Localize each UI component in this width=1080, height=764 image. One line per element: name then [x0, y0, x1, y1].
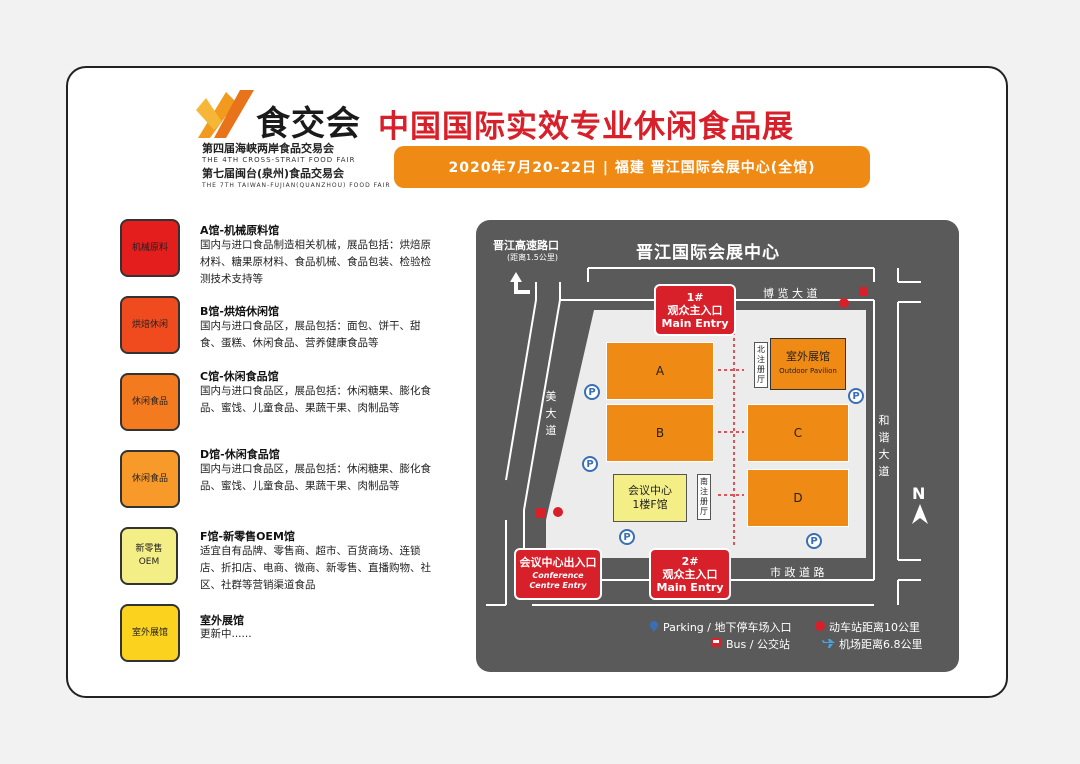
train-icon — [815, 621, 825, 631]
parking-icon[interactable]: P — [848, 388, 864, 404]
legend-title-c: C馆-休闲食品馆 — [200, 370, 279, 383]
entry2-number: 2# — [681, 555, 699, 568]
hall-c[interactable]: C — [747, 404, 849, 462]
entry2-cn: 观众主入口 — [662, 568, 718, 581]
fair-name-cn-2: 第七届闽台(泉州)食品交易会 — [202, 167, 345, 180]
entry1-cn: 观众主入口 — [667, 304, 723, 317]
entry1-en: Main Entry — [661, 317, 729, 330]
legend-desc-f: 适宜自有品牌、零售商、超市、百货商场、连锁店、折扣店、电商、微商、新零售、直播购… — [200, 545, 431, 591]
legend-desc-a: 国内与进口食品制造相关机械，展品包括：烘焙原材料、糖果原材料、食品机械、食品包装… — [200, 239, 431, 285]
entry2-en: Main Entry — [656, 581, 724, 594]
legend-swatch-label: 室外展馆 — [131, 627, 168, 638]
highway-distance-label: (距离1.5公里) — [507, 253, 558, 262]
logo — [196, 88, 256, 144]
conference-center-hall-f[interactable]: 会议中心 1楼F馆 — [613, 474, 687, 522]
legend-swatch-label: 休闲食品 — [131, 473, 168, 484]
main-entry-1[interactable]: 1# 观众主入口 Main Entry — [654, 284, 736, 336]
north-registration-hall: 北注册厅 — [754, 342, 768, 388]
legend-title-d: D馆-休闲食品馆 — [200, 448, 280, 461]
highway-exit-label: 晋江高速路口 — [493, 239, 559, 252]
legend-swatch-label: 新零售 OEM — [135, 544, 163, 567]
legend-desc-c: 国内与进口食品区，展品包括：休闲糖果、膨化食品、蜜饯、儿童食品、果蔬干果、肉制品… — [200, 385, 431, 414]
compass-n-label: N — [912, 484, 926, 503]
outdoor-pavilion-en: Outdoor Pavilion — [779, 367, 837, 375]
legend-title-outdoor: 室外展馆 — [200, 614, 244, 627]
conf-entry-en: Conference Centre Entry — [529, 571, 587, 590]
conference-center-label: 会议中心 1楼F馆 — [628, 484, 672, 511]
parking-icon[interactable]: P — [806, 533, 822, 549]
airplane-icon — [821, 639, 835, 648]
entry1-number: 1# — [686, 291, 704, 304]
conference-centre-entry[interactable]: 会议中心出入口 Conference Centre Entry — [514, 548, 602, 600]
legend-swatch-label: 烘焙休闲 — [131, 319, 168, 330]
fair-name-en-2: THE 7TH TAIWAN-FUJIAN(QUANZHOU) FOOD FAI… — [202, 182, 391, 189]
logo-text: 食交会 — [256, 104, 361, 144]
south-registration-label: 南注册厅 — [700, 477, 708, 516]
venue-map: 晋江国际会展中心 晋江高速路口 (距离1.5公里) 博 览 大 道 市 政 道 … — [476, 220, 959, 672]
logo-mark-icon — [196, 90, 254, 138]
bus-icon — [711, 638, 721, 647]
legend-swatch-c: 休闲食品 — [120, 373, 180, 431]
legend-swatch-a: 机械原料 — [120, 219, 180, 277]
legend-desc-outdoor: 更新中...... — [200, 628, 252, 640]
legend-swatch-label: 机械原料 — [131, 242, 168, 253]
page-title: 中国国际实效专业休闲食品展 — [378, 109, 794, 145]
hall-d[interactable]: D — [747, 469, 849, 527]
parking-icon[interactable]: P — [582, 456, 598, 472]
date-venue-band: 2020年7月20-22日 | 福建 晋江国际会展中心(全馆) — [394, 146, 870, 188]
south-registration-hall: 南注册厅 — [697, 474, 711, 520]
legend-desc-d: 国内与进口食品区，展品包括：休闲糖果、膨化食品、蜜饯、儿童食品、果蔬干果、肉制品… — [200, 463, 431, 492]
conf-entry-cn: 会议中心出入口 — [519, 556, 597, 569]
road-south-label: 市 政 道 路 — [770, 566, 825, 579]
parking-icon[interactable]: P — [619, 529, 635, 545]
road-east-label: 和谐大道 — [878, 414, 890, 478]
hall-b[interactable]: B — [606, 404, 714, 462]
compass-arrow-icon — [912, 504, 928, 524]
legend-title-b: B馆-烘焙休闲馆 — [200, 305, 279, 318]
road-west-label: 美大道 — [545, 390, 557, 437]
north-registration-label: 北注册厅 — [757, 345, 765, 384]
legend-title-a: A馆-机械原料馆 — [200, 224, 280, 237]
hall-a[interactable]: A — [606, 342, 714, 400]
legend-swatch-f: 新零售 OEM — [120, 527, 178, 585]
legend-title-f: F馆-新零售OEM馆 — [200, 530, 295, 543]
fair-name-cn-1: 第四届海峡两岸食品交易会 — [202, 142, 334, 155]
legend-desc-b: 国内与进口食品区，展品包括：面包、饼干、甜食、蛋糕、休闲食品、营养健康食品等 — [200, 320, 421, 349]
legend-airport: 机场距离6.8公里 — [839, 638, 923, 651]
legend-train: 动车站距离10公里 — [829, 621, 920, 634]
outdoor-pavilion-cn: 室外展馆 — [786, 350, 830, 363]
legend-swatch-outdoor: 室外展馆 — [120, 604, 180, 662]
map-title: 晋江国际会展中心 — [636, 243, 780, 263]
outdoor-pavilion[interactable]: 室外展馆 Outdoor Pavilion — [770, 338, 846, 390]
parking-icon[interactable]: P — [584, 384, 600, 400]
legend-swatch-label: 休闲食品 — [131, 396, 168, 407]
legend-bus: Bus / 公交站 — [726, 638, 790, 651]
legend-swatch-d: 休闲食品 — [120, 450, 180, 508]
road-north-label: 博 览 大 道 — [763, 287, 818, 300]
legend-parking: Parking / 地下停车场入口 — [663, 621, 792, 634]
legend-swatch-b: 烘焙休闲 — [120, 296, 180, 354]
fair-name-en-1: THE 4TH CROSS-STRAIT FOOD FAIR — [202, 156, 356, 164]
main-entry-2[interactable]: 2# 观众主入口 Main Entry — [649, 548, 731, 600]
location-pin-icon — [650, 621, 658, 632]
